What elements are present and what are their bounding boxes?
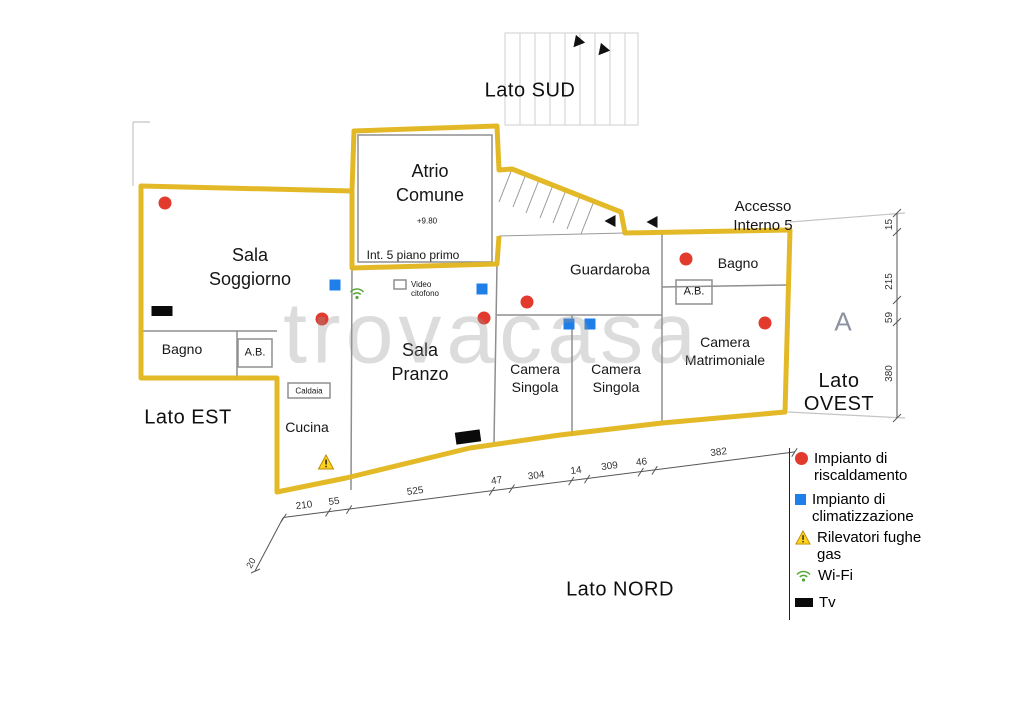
label-camera-matrimoniale: Camera Matrimoniale [685,333,765,369]
label-matrimoniale-line1: Camera [700,334,750,350]
legend-label: Wi-Fi [818,567,853,584]
label-sala-soggiorno: Sala Soggiorno [209,243,291,291]
dimension-value: 59 [884,311,896,324]
climate-marker [329,279,341,291]
label-quota: +9.80 [416,216,438,226]
door-arrow-icon [604,215,616,227]
label-ab-left: A.B. [244,346,266,359]
label-lato-ovest: Lato OVEST [804,370,874,416]
heating-marker [758,316,772,330]
climate-marker [476,283,488,295]
label-int5-piano-primo: Int. 5 piano primo [366,248,460,262]
tv-marker-icon [795,598,813,607]
legend-item-heating: Impianto di riscaldamento [795,450,945,484]
dimension-value: 380 [883,365,895,382]
climate-marker [584,318,596,330]
dimension-value: 46 [635,456,648,469]
gas-detector-icon [795,529,811,545]
dimension-value: 382 [709,446,728,460]
label-camera-singola-2: Camera Singola [591,360,641,396]
label-sala-pranzo: Sala Pranzo [391,338,448,386]
label-singola2-line1: Camera [591,361,641,377]
dimension-value: 14 [569,464,583,478]
dimension-value: 47 [490,474,503,488]
label-bagno-right: Bagno [717,255,759,271]
tv-marker [151,306,173,316]
legend-label: Impianto di riscaldamento [814,450,908,484]
legend-divider [789,448,790,620]
label-atrio-line1: Atrio [411,161,449,181]
heating-marker [520,295,534,309]
label-lato-ovest-line1: Lato [818,370,860,392]
label-singola1-line1: Camera [510,361,560,377]
label-soggiorno-line1: Sala [231,245,269,265]
dimension-value: 215 [883,273,895,290]
label-singola1-line2: Singola [511,379,559,395]
legend-label: Rilevatori fughe gas [817,529,922,563]
label-lato-ovest-line2: OVEST [803,393,875,415]
wifi-icon [795,568,812,583]
legend-item-climate: Impianto di climatizzazione [795,491,945,525]
heating-marker [679,252,693,266]
dimension-value: 309 [600,460,619,474]
heating-marker [477,311,491,325]
climate-marker-icon [795,494,806,505]
label-singola2-line2: Singola [592,379,640,395]
gas-detector-marker [317,453,335,470]
dimension-value: 304 [527,469,546,483]
label-guardaroba: Guardaroba [569,261,651,279]
legend-label: Tv [819,594,836,611]
dimension-value: 210 [295,499,314,513]
dimension-value: 525 [406,484,425,499]
label-lato-nord: Lato NORD [566,578,674,601]
label-ab-right: A.B. [683,285,705,298]
label-accesso-interno: Accesso Interno 5 [733,197,792,235]
label-lato-est: Lato EST [144,406,232,429]
label-pranzo-line1: Sala [401,340,439,360]
heating-marker-icon [795,452,808,465]
heating-marker [158,196,172,210]
label-cucina: Cucina [285,419,329,435]
legend-item-wifi: Wi-Fi [795,567,945,584]
legend-item-gas: Rilevatori fughe gas [795,529,945,563]
legend-item-tv: Tv [795,594,945,611]
dimension-value: 15 [884,218,896,231]
label-pranzo-line2: Pranzo [391,364,449,384]
label-video-line2: citofono [410,289,440,298]
label-camera-singola-1: Camera Singola [510,360,560,396]
label-accesso-line1: Accesso [734,198,792,215]
heating-marker [315,312,329,326]
wifi-icon [349,286,366,301]
label-atrio-line2: Comune [395,185,465,205]
climate-marker [563,318,575,330]
label-lato-sud: Lato SUD [484,79,576,102]
label-bagno-left: Bagno [161,341,203,357]
label-accesso-line2: Interno 5 [733,217,793,234]
label-video-line1: Video [410,280,432,289]
label-matrimoniale-line2: Matrimoniale [684,352,766,368]
label-atrio-comune: Atrio Comune [396,159,464,207]
label-video-citofono: Video citofono [411,280,439,298]
door-arrow-icon [646,216,658,228]
label-caldaia: Caldaia [295,386,323,396]
legend-label: Impianto di climatizzazione [812,491,914,525]
dimension-value: 55 [327,495,341,509]
section-letter: A [834,306,852,337]
label-soggiorno-line2: Soggiorno [208,269,292,289]
